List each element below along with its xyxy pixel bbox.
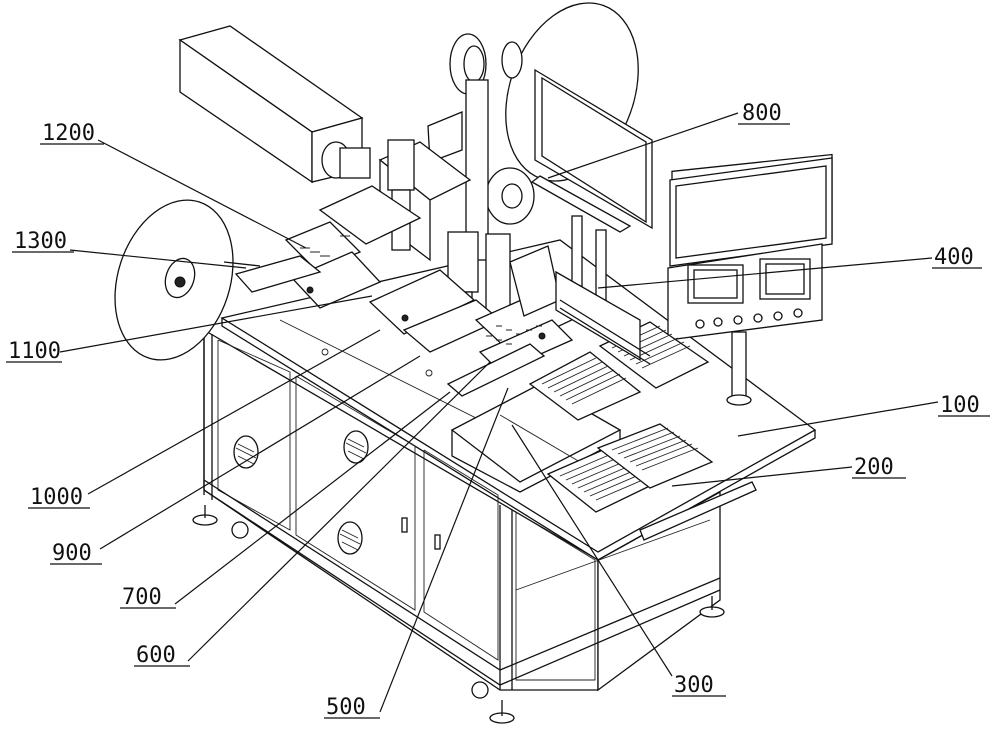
- label-800: 800: [742, 101, 782, 126]
- leader-100: [737, 401, 939, 437]
- leader-200: [671, 466, 853, 487]
- central-mechanism: [234, 139, 651, 397]
- leader-1000: [87, 329, 381, 495]
- material-box: [178, 25, 371, 184]
- tray-grid-2: [596, 423, 714, 489]
- label-1300: 1300: [14, 229, 67, 254]
- label-1100: 1100: [8, 339, 61, 364]
- leader-900: [99, 355, 421, 550]
- label-500: 500: [326, 695, 366, 720]
- label-100: 100: [940, 393, 980, 418]
- leader-1300: [69, 249, 247, 269]
- control-panel: [667, 153, 833, 406]
- label-300: 300: [674, 673, 714, 698]
- label-200: 200: [854, 455, 894, 480]
- leader-400: [597, 257, 933, 289]
- leader-lines: [59, 112, 939, 713]
- leader-600: [187, 361, 491, 662]
- label-1000: 1000: [30, 485, 83, 510]
- leader-700: [174, 391, 451, 605]
- label-900: 900: [52, 541, 92, 566]
- callout-labels: 800 1200 1300 1100 400 100 200 1000 900 …: [6, 101, 990, 720]
- leader-800: [547, 112, 739, 179]
- label-1200: 1200: [42, 121, 95, 146]
- label-600: 600: [136, 643, 176, 668]
- leader-1200: [97, 139, 307, 249]
- leader-300: [511, 424, 673, 677]
- leader-1100: [59, 295, 373, 353]
- leader-500: [379, 387, 509, 713]
- display-frame: [530, 68, 653, 301]
- left-reel: [114, 199, 261, 361]
- label-400: 400: [934, 245, 974, 270]
- tray-grid-3: [528, 351, 642, 421]
- label-700: 700: [122, 585, 162, 610]
